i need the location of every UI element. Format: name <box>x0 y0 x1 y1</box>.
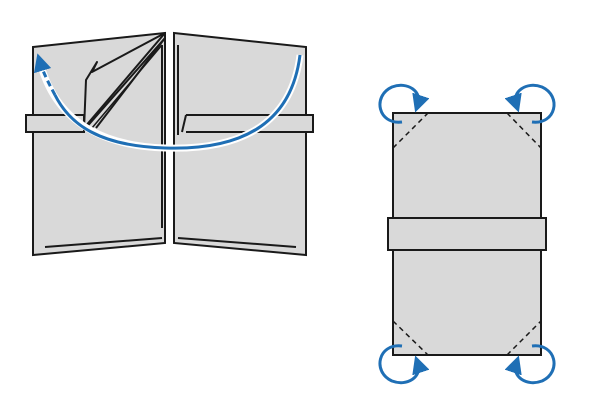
curl-arrow-icon <box>504 83 556 124</box>
curl-arrow-icon <box>378 83 430 124</box>
curl-arrow-icon <box>504 344 556 385</box>
fold-arrow-icon <box>53 54 302 150</box>
corner-fold-bottom-right <box>506 320 542 356</box>
left-figure <box>25 31 314 257</box>
right-bottom-fold-line <box>177 237 297 248</box>
left-bottom-fold-line <box>44 237 163 248</box>
curl-arrow-icon <box>378 344 430 385</box>
right-band-tuck <box>181 114 187 133</box>
fold-arrow-dashed <box>33 53 57 96</box>
right-panel <box>173 31 307 257</box>
left-panel <box>32 31 166 257</box>
right-figure <box>378 83 556 385</box>
right-paper-band <box>387 217 547 251</box>
flap-crease-3 <box>91 44 163 129</box>
corner-fold-top-right <box>506 112 542 149</box>
corner-fold-bottom-left <box>392 320 429 356</box>
flap-crease-1 <box>83 32 166 129</box>
